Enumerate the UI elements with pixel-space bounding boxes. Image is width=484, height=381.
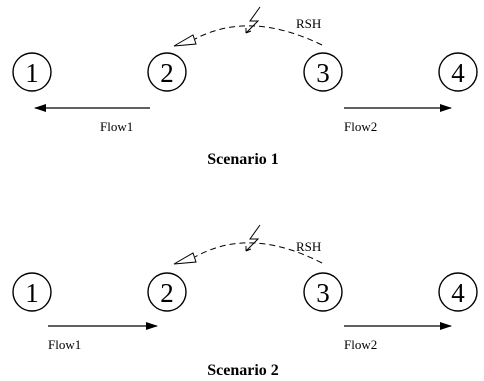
rsh-label: RSH: [296, 16, 321, 31]
rsh-label: RSH: [296, 239, 321, 254]
scenario-2-title: Scenario 2: [207, 362, 279, 379]
flow1-label: Flow1: [48, 337, 81, 352]
rsh-arrowhead: [173, 34, 197, 47]
node-2-label: 2: [160, 278, 174, 308]
rsh-signal-path: [194, 25, 323, 46]
node-1-label: 1: [25, 278, 39, 308]
lightning-icon: [245, 6, 261, 34]
node-3-label: 3: [316, 278, 330, 308]
rsh-arrowhead: [173, 252, 197, 265]
scenario-1-title: Scenario 1: [207, 151, 279, 168]
flow2-label: Flow2: [344, 119, 377, 134]
node-4-label: 4: [451, 278, 465, 308]
lightning-icon: [245, 224, 261, 252]
node-3: 3: [303, 52, 343, 92]
flow1-label: Flow1: [100, 119, 133, 134]
node-1: 1: [12, 52, 52, 92]
flow2-label: Flow2: [344, 337, 377, 352]
node-1: 1: [12, 272, 52, 312]
node-2: 2: [147, 272, 187, 312]
scenario-2: RSH 1 2 3 4 Flow1 Flow2 Scenario 2: [12, 224, 478, 379]
node-3-label: 3: [316, 58, 330, 88]
node-3: 3: [303, 272, 343, 312]
node-2-label: 2: [160, 58, 174, 88]
node-4: 4: [438, 272, 478, 312]
scenario-1: RSH 1 2 3 4 Flow1 Flow2 Scenario 1: [12, 6, 478, 168]
node-2: 2: [147, 52, 187, 92]
node-1-label: 1: [25, 58, 39, 88]
node-4: 4: [438, 52, 478, 92]
node-4-label: 4: [451, 58, 465, 88]
